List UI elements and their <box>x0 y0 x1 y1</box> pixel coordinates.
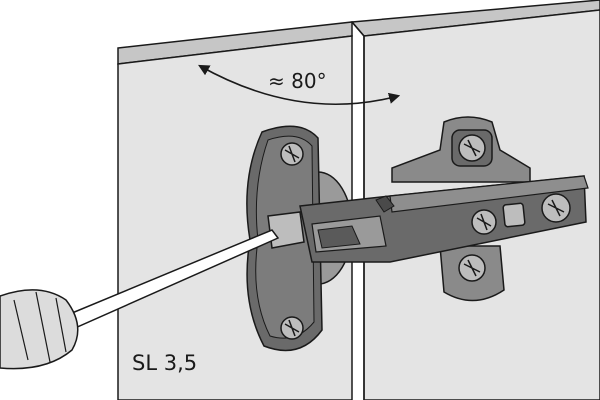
tool-label: SL 3,5 <box>132 351 197 375</box>
mounting-plate-icon <box>391 116 531 302</box>
opening-angle-arc <box>198 64 401 106</box>
screw-icon <box>280 142 304 166</box>
hinge-arm <box>299 175 589 263</box>
screwdriver-icon <box>0 229 280 370</box>
adjustment-screw <box>267 211 305 249</box>
screw-icon <box>280 316 304 340</box>
angle-label: ≈ 80° <box>268 69 327 93</box>
